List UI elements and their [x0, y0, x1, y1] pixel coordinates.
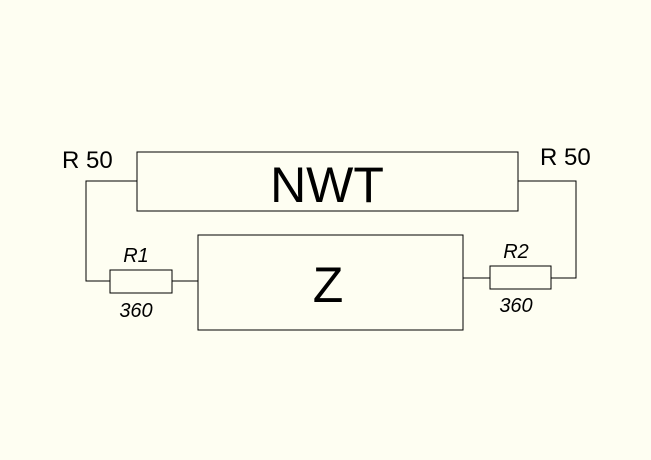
r2-value: 360	[499, 295, 532, 317]
left-port-label: R 50	[62, 147, 113, 174]
resistor-r2	[489, 265, 552, 290]
resistor-r1	[109, 269, 173, 294]
r2-name: R2	[503, 241, 529, 263]
r1-name: R1	[123, 245, 149, 267]
z-block	[197, 234, 464, 331]
right-port-label: R 50	[540, 144, 591, 171]
left-port-wire	[85, 180, 137, 282]
nwt-label: NWT	[270, 157, 384, 213]
r1-value: 360	[119, 300, 152, 322]
right-port-wire	[518, 180, 577, 279]
z-label: Z	[313, 257, 344, 313]
